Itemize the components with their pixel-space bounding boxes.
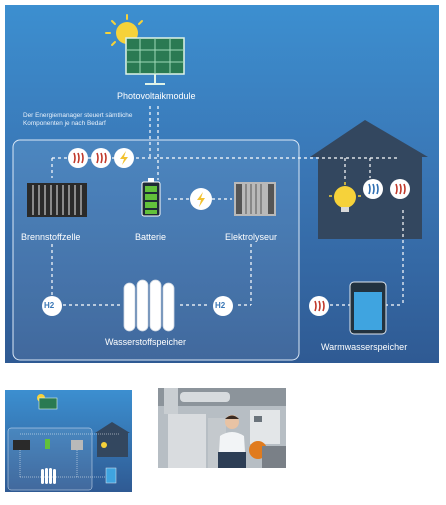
h2-badge-left-shape <box>42 296 62 316</box>
battery-icon <box>141 178 161 217</box>
thumbnail-diagram-graphic <box>7 394 130 491</box>
h2-badge-left: H2 <box>44 301 55 310</box>
hot-water-storage-label: Warmwasserspeicher <box>321 342 408 352</box>
hydrogen-storage-label: Wasserstoffspeicher <box>105 337 187 347</box>
house-icon <box>310 120 428 239</box>
heat-icon <box>68 148 88 168</box>
fuel-cell-label: Brennstoffzelle <box>21 232 81 242</box>
lightbulb-icon <box>329 182 361 212</box>
flow-lines <box>51 106 404 306</box>
hot-water-tank-icon <box>349 281 387 335</box>
energy-manager-note: Der Energiemanager steuert sämtliche Kom… <box>23 112 133 127</box>
thumbnail-photo[interactable] <box>158 388 286 468</box>
solar-panel-icon <box>125 37 185 85</box>
heat-icon <box>91 148 111 168</box>
electrolyzer-icon <box>234 182 276 216</box>
technician-photo-image <box>158 388 286 468</box>
heat-icon <box>309 296 329 316</box>
pv-label: Photovoltaikmodule <box>117 91 196 101</box>
thumbnail-diagram[interactable] <box>5 390 132 492</box>
power-icon <box>114 148 134 168</box>
power-icon <box>190 188 212 210</box>
hydrogen-tanks-icon <box>123 279 175 332</box>
heat-icon <box>390 179 410 199</box>
heat-icon <box>363 179 383 199</box>
electrolyzer-label: Elektrolyseur <box>225 232 278 242</box>
h2-badge-mid: H2 <box>215 301 226 310</box>
battery-label: Batterie <box>135 232 167 242</box>
fuel-cell-icon <box>27 183 87 217</box>
h2-badge-mid-shape <box>213 296 233 316</box>
